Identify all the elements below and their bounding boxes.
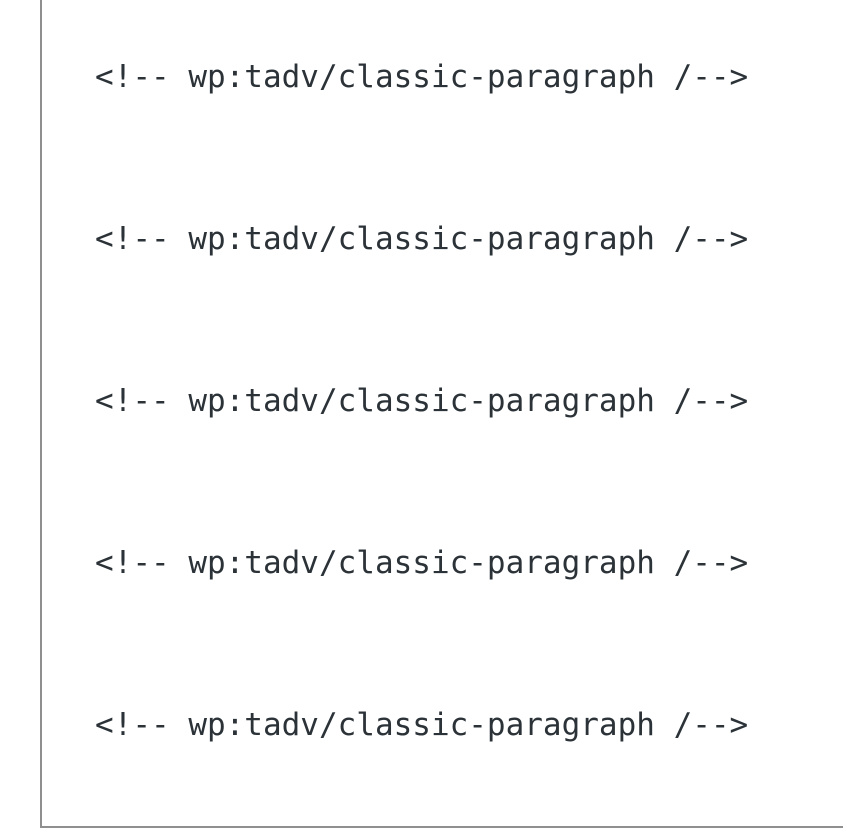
code-editor-textarea[interactable]: <!-- wp:tadv/classic-paragraph /--> <!-- … [40, 0, 843, 828]
block-delimiter-line: <!-- wp:tadv/classic-paragraph /--> [95, 545, 749, 581]
block-delimiter-line: <!-- wp:tadv/classic-paragraph /--> [95, 707, 749, 743]
block-delimiter-line: <!-- wp:tadv/classic-paragraph /--> [95, 59, 749, 95]
block-delimiter-line: <!-- wp:tadv/classic-paragraph /--> [95, 383, 749, 419]
block-delimiter-line: <!-- wp:tadv/classic-paragraph /--> [95, 221, 749, 257]
